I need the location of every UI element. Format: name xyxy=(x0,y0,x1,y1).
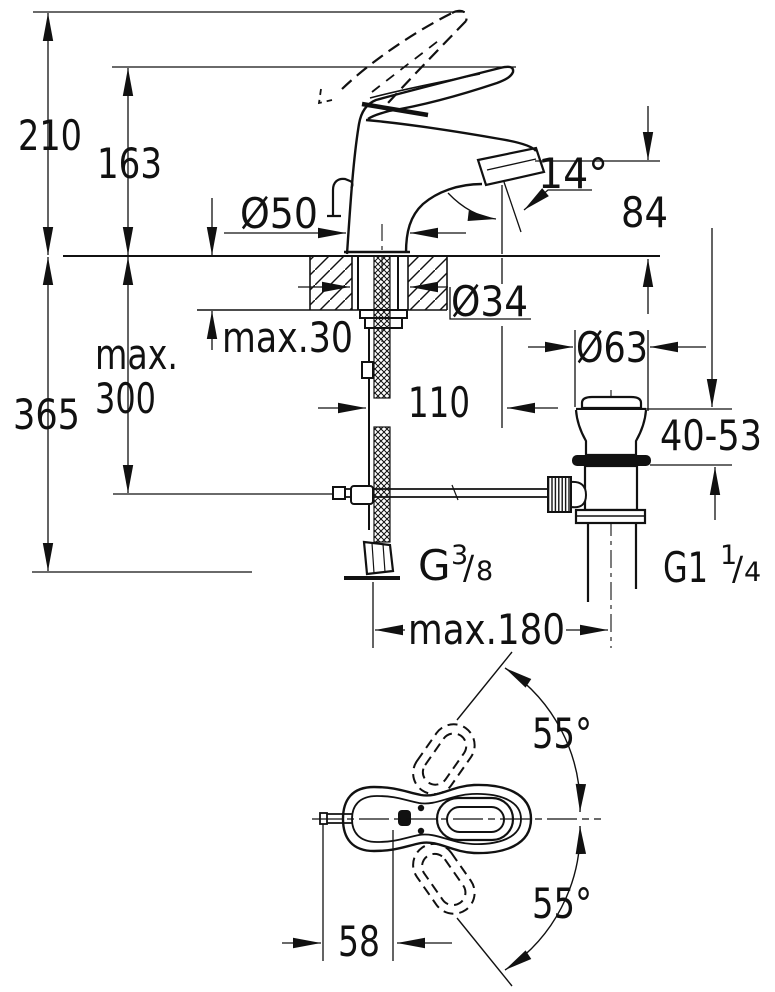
dim-waste-flange-diameter: Ø63 xyxy=(576,323,648,372)
popup-rod-top-view xyxy=(327,813,352,824)
side-view-drawing xyxy=(32,9,732,648)
dim-hose-reach-line1: max. xyxy=(95,330,178,379)
dim-handle-height: 163 xyxy=(97,139,162,188)
dim-spout-height: 84 xyxy=(621,188,668,237)
detail-dot-upper xyxy=(417,804,425,812)
dim-hole-spacing: max.180 xyxy=(408,605,565,654)
waste-thread-numerator: 1 xyxy=(720,540,737,571)
popup-knob xyxy=(327,177,354,218)
waste-thread-prefix: G1 xyxy=(663,543,708,592)
dim-spout-reach: 110 xyxy=(408,378,470,427)
drain-flange xyxy=(574,409,648,457)
threaded-shank xyxy=(373,255,391,399)
countertop-hatch-right xyxy=(408,256,447,310)
waste-thread-denominator: 4 xyxy=(744,557,761,588)
dim-counter-thickness: max.30 xyxy=(222,313,353,362)
spout-top xyxy=(365,118,537,152)
dim-total-height: 210 xyxy=(18,111,82,160)
swivel-angle-lines xyxy=(456,651,587,987)
dim-swivel-angle-lower: 55° xyxy=(532,879,592,928)
dim-clamping-range: 40-53 xyxy=(660,411,762,460)
supply-thread-slash: / xyxy=(463,548,475,587)
supply-thread-prefix: G xyxy=(418,541,451,590)
dim-base-diameter: Ø50 xyxy=(240,189,318,238)
supply-hose xyxy=(373,426,391,543)
waste-thread-slash: / xyxy=(732,549,744,588)
supply-nut xyxy=(362,540,395,576)
center-mark xyxy=(398,810,411,826)
drain-plug-cap xyxy=(580,395,643,410)
aerator xyxy=(476,146,546,187)
drain-seal xyxy=(572,455,651,466)
handle-seam xyxy=(361,101,429,118)
detail-dot-lower xyxy=(417,827,425,835)
popup-linkage-rod xyxy=(345,484,549,501)
dim-total-depth: 365 xyxy=(13,390,80,439)
countertop-hatch-left xyxy=(310,256,352,310)
drain-knob xyxy=(547,476,572,513)
drain-body xyxy=(583,464,639,512)
dim-hole-diameter: Ø34 xyxy=(451,277,528,326)
dim-swivel-angle-upper: 55° xyxy=(532,709,592,758)
rod-offset-dimension xyxy=(282,824,452,961)
body-top-inner-contour xyxy=(351,793,522,845)
top-view-drawing xyxy=(282,651,601,987)
reference-lines xyxy=(32,11,660,573)
supply-thread-denominator: 8 xyxy=(476,556,493,587)
waste-thread-label: G1 1 / 4 xyxy=(663,540,761,592)
linkage-joint xyxy=(350,485,374,505)
dim-hose-reach-line2: 300 xyxy=(95,374,156,423)
supply-shank xyxy=(332,224,549,580)
dim-spout-angle: 14° xyxy=(538,149,608,198)
countertop-section xyxy=(63,255,660,311)
dimension-labels: 210 163 Ø50 14° 84 Ø34 max.30 max. 300 3… xyxy=(13,111,762,966)
dim-rod-offset: 58 xyxy=(338,917,380,966)
dimension-lines xyxy=(42,13,732,648)
drain-tailpipe xyxy=(586,523,638,602)
supply-thread-label: G 3 / 8 xyxy=(418,540,493,590)
spout-underside xyxy=(404,182,483,254)
faucet-outline xyxy=(317,9,546,255)
body-front-and-handle xyxy=(345,65,515,255)
handle-swung-lower-dashed xyxy=(412,842,476,915)
raised-handle-dashed xyxy=(317,9,468,105)
popup-drain-assembly xyxy=(547,390,651,648)
supply-thread-numerator: 3 xyxy=(451,540,468,571)
